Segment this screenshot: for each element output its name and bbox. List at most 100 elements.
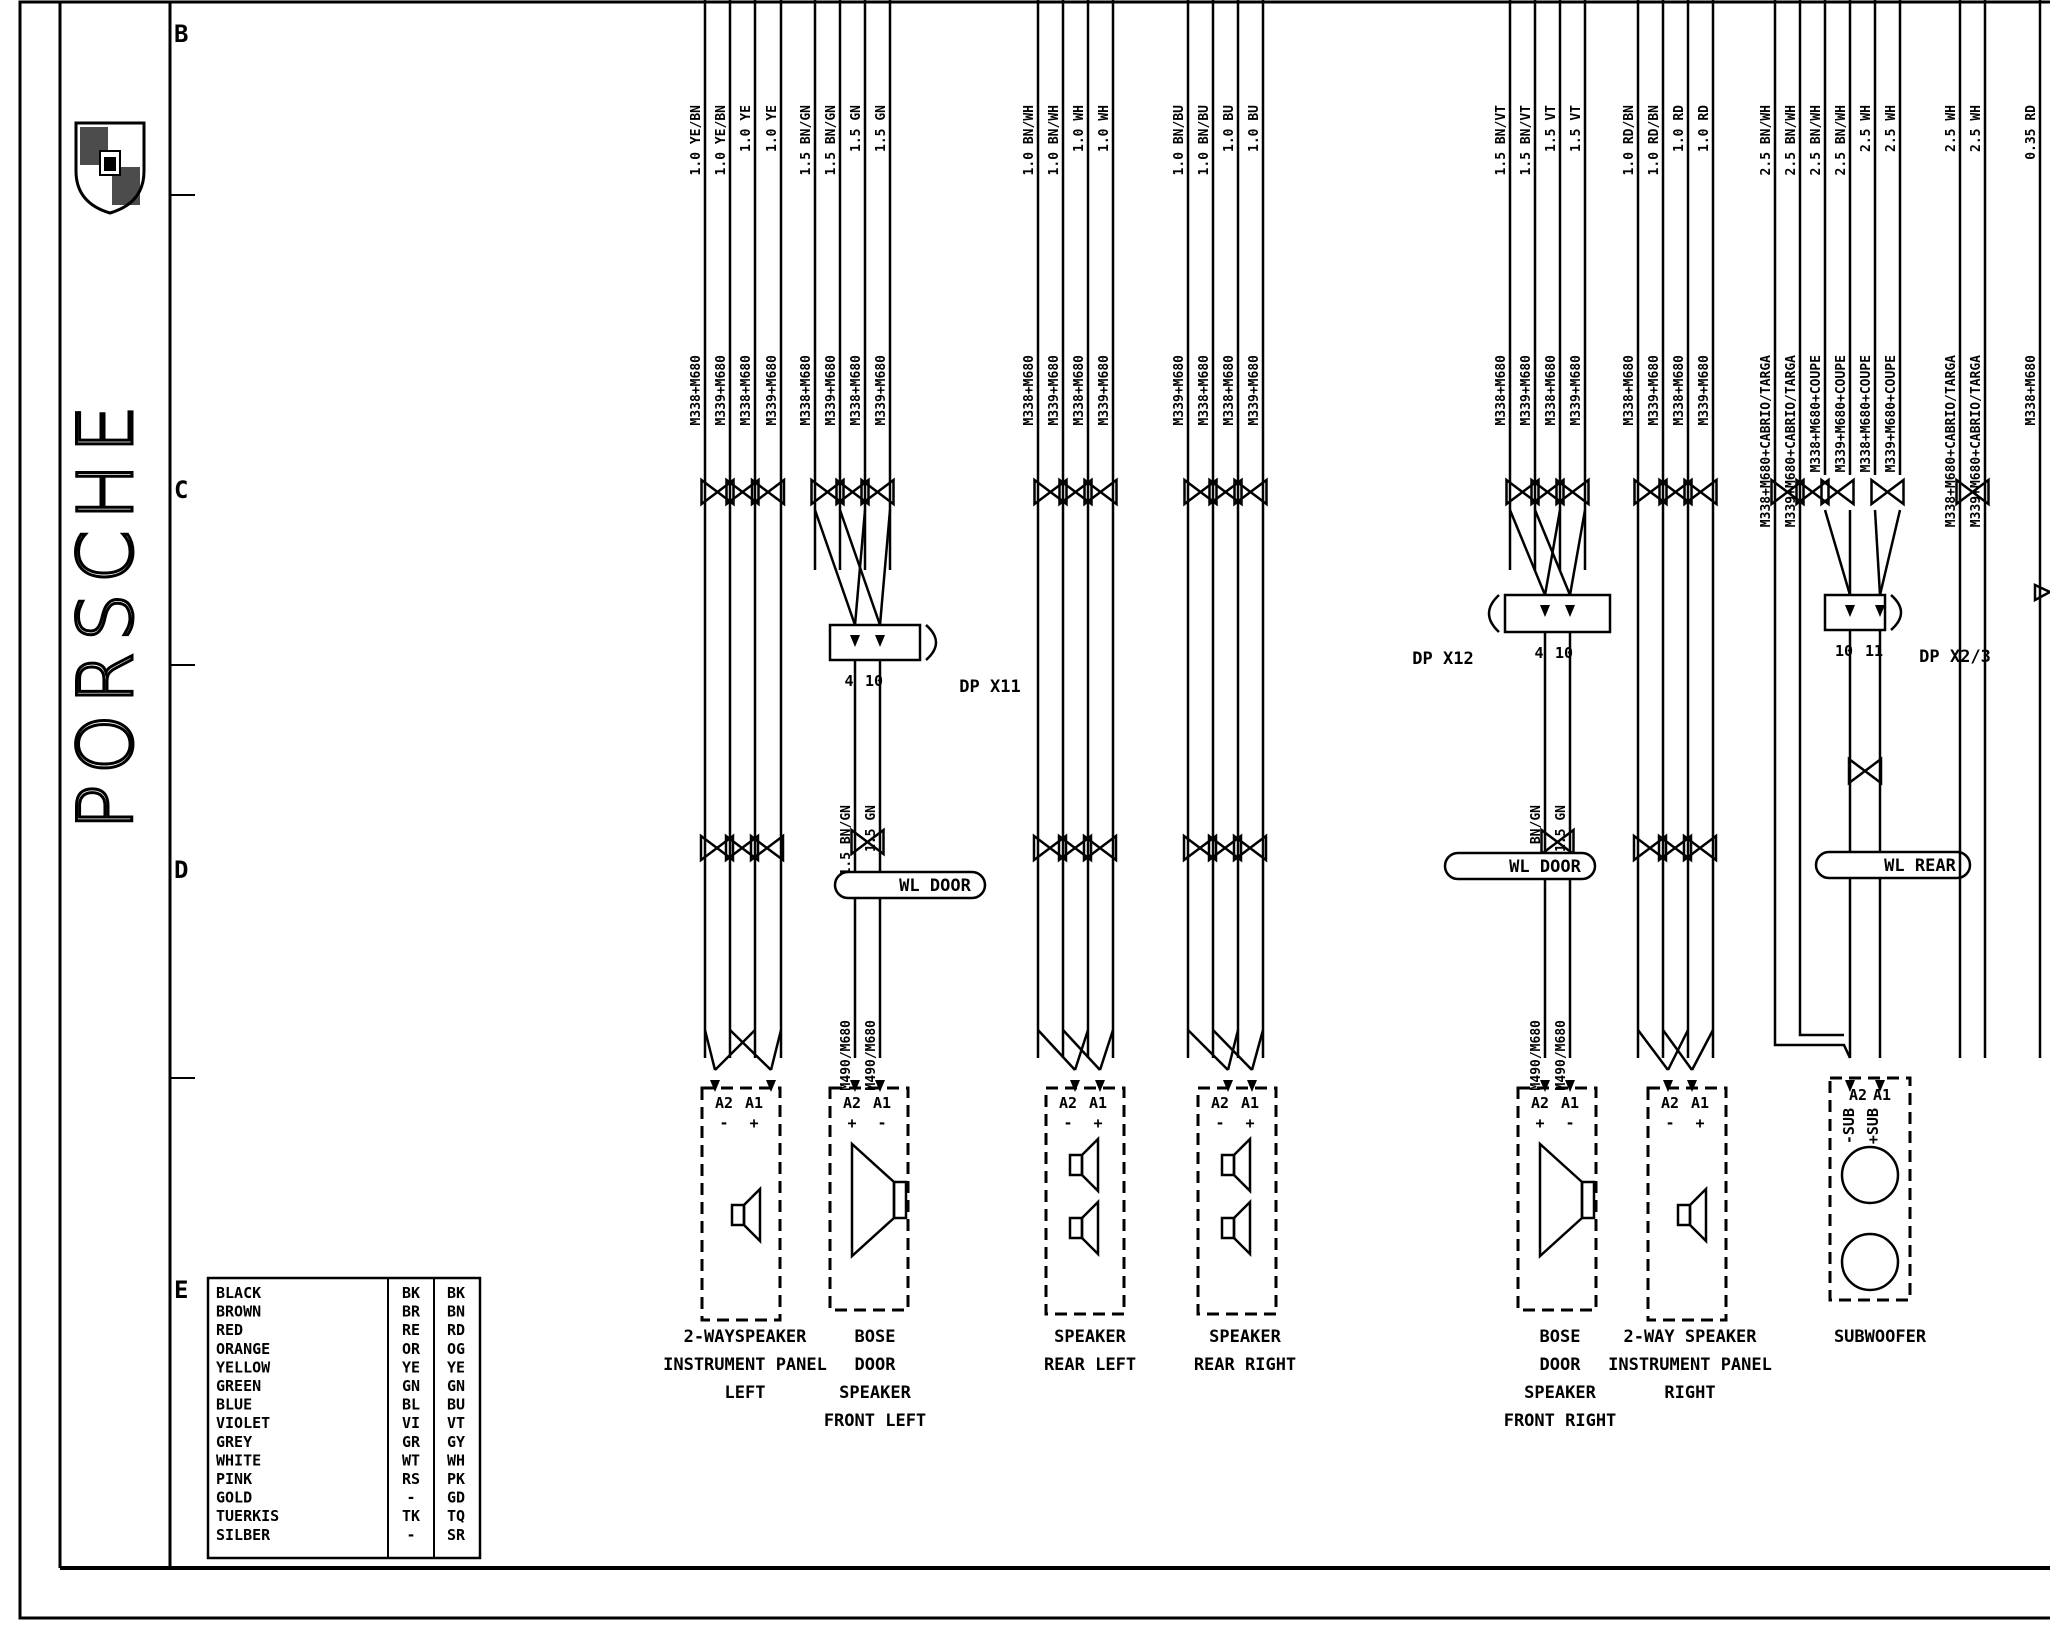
twist-symbol (1057, 833, 1093, 863)
wire-option-label: M338+M680 (1544, 355, 1559, 426)
wire-arrow (1845, 605, 1855, 617)
zone-label: E (174, 1276, 188, 1304)
connector-box (1823, 593, 1887, 632)
connector-pin-label: 4 (1534, 644, 1543, 662)
wire-option-label: M339+M680 (824, 355, 839, 426)
connector-hook (1890, 594, 1903, 631)
wire-option-label: M490/M680 (1554, 1020, 1569, 1091)
legend-code-english: WH (447, 1451, 465, 1469)
twist-symbol (1682, 833, 1718, 863)
twist-symbol (1870, 477, 1905, 507)
legend-color-name: SILBER (216, 1526, 271, 1544)
legend-code-english: BU (447, 1396, 465, 1414)
wire-size-label: 1.5 GN (1554, 805, 1569, 852)
wire-size-label: 1.0 WH (1072, 105, 1087, 152)
pin-label: A2 (1661, 1094, 1679, 1112)
wire-option-label: M338+M680 (1072, 355, 1087, 426)
component-box (700, 1086, 782, 1322)
wire-option-label: M339+M680+COUPE (1884, 355, 1899, 472)
connector-hook (1487, 594, 1500, 633)
wire-size-label: 1.5 GN (864, 805, 879, 852)
wire-arrow (766, 1080, 776, 1092)
wire-size-label: 2.5 WH (1859, 105, 1874, 152)
legend-code-german: - (406, 1526, 415, 1544)
speaker-icon (1220, 1137, 1252, 1193)
wire-arrow (850, 635, 860, 647)
wire-option-label: M339+M680 (1519, 355, 1534, 426)
wire-option-label: M338+M680 (849, 355, 864, 426)
speaker-icon (1068, 1200, 1100, 1256)
wire-option-label: M338+M680 (1494, 355, 1509, 426)
legend-code-german: OR (402, 1340, 421, 1358)
component-label: BOSE (1540, 1327, 1581, 1347)
drawing-frame (18, 0, 2050, 1620)
wire (1568, 509, 1587, 596)
wire-option-label: M339+M680+COUPE (1834, 355, 1849, 472)
wire-arrow (1070, 1080, 1080, 1092)
wire (1062, 1029, 1101, 1071)
wire (1823, 509, 1852, 596)
twist-symbol (700, 477, 735, 507)
wire (1878, 509, 1902, 596)
speaker-icon (850, 1142, 908, 1258)
wire-size-label: 1.5 BN/GN (799, 105, 814, 176)
wire-size-label: 1.0 YE (739, 105, 754, 152)
pin-label: A2 (1059, 1094, 1077, 1112)
pin-sign: - (1215, 1114, 1224, 1132)
wire-size-label: 1.0 RD (1672, 105, 1687, 152)
twist-symbol (810, 477, 845, 507)
wire-arrow (1875, 605, 1885, 617)
component-box (1828, 1076, 1912, 1302)
wire (1873, 509, 1882, 596)
twist-symbol (1530, 477, 1565, 507)
pin-sign: - (1665, 1114, 1674, 1132)
connector-label: DP X2/3 (1919, 647, 1991, 667)
harness-tag (1443, 851, 1597, 881)
wire-size-label: 2.5 BN/WH (1759, 105, 1774, 175)
pin-sign: -SUB (1840, 1108, 1858, 1144)
wire-arrow (875, 1080, 885, 1092)
pin-label: A1 (1561, 1094, 1579, 1112)
wire (1250, 1029, 1265, 1071)
component-box (1196, 1086, 1278, 1316)
twist-symbol (1657, 833, 1693, 863)
component-label: SPEAKER (1209, 1327, 1281, 1347)
twist-symbol (1058, 477, 1093, 507)
twist-symbol (1232, 833, 1268, 863)
speaker-icon (1538, 1142, 1596, 1258)
connector-pin-label: 10 (865, 672, 883, 690)
pin-sign: - (877, 1114, 886, 1132)
pin-label: A1 (1873, 1086, 1891, 1104)
twist-symbol (860, 477, 895, 507)
wire (1637, 1029, 1669, 1071)
wire-option-label: M338+M680 (799, 355, 814, 426)
connector-box (1503, 593, 1612, 634)
twist-symbol (750, 477, 786, 507)
wire-arrow (1223, 1080, 1233, 1092)
component-label: 2-WAY SPEAKER (1623, 1327, 1757, 1347)
wire (813, 509, 857, 626)
wire (1212, 1029, 1253, 1071)
wire-option-label: M338+M680 (689, 355, 704, 426)
twist-symbol (1795, 477, 1830, 507)
wire-option-label: M338+M680+COUPE (1809, 355, 1824, 472)
wire (1037, 1029, 1076, 1071)
legend-color-name: BLACK (216, 1284, 261, 1302)
component-label: DOOR (1540, 1355, 1582, 1375)
wire-option-label: M338+M680 (1022, 355, 1037, 426)
wire (1798, 475, 1844, 1037)
legend-color-name: BROWN (216, 1303, 261, 1321)
wire (878, 509, 892, 626)
legend-code-english: RD (447, 1321, 465, 1339)
wire-option-label: M339+M680 (714, 355, 729, 426)
wire-option-label: M339+M680 (874, 355, 889, 426)
pin-label: A2 (1849, 1086, 1867, 1104)
wire-arrow (1845, 1080, 1855, 1092)
component-label: SPEAKER (1524, 1383, 1596, 1403)
wire (1661, 1029, 1694, 1071)
legend-color-name: GREEN (216, 1377, 261, 1395)
